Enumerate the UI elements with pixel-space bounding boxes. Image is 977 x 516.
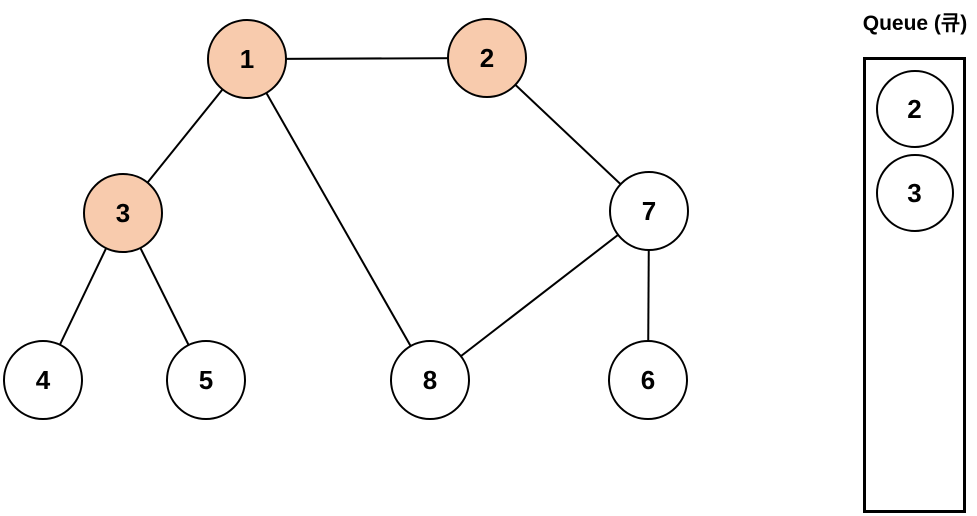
graph-node-circle-3 [83, 173, 163, 253]
graph-node-1: 1 [207, 19, 287, 99]
graph-node-label-7: 7 [642, 196, 656, 226]
graph-node-circle-6 [608, 340, 688, 420]
graph-node-7: 7 [609, 171, 689, 251]
graph-node-circle-5 [166, 340, 246, 420]
graph-node-circle-8 [390, 340, 470, 420]
queue-title: Queue (큐) [862, 12, 968, 35]
graph-node-4: 4 [3, 340, 83, 420]
queue-item-2: 2 [875, 70, 954, 148]
queue-item-3: 3 [875, 154, 954, 232]
graph-node-label-1: 1 [240, 44, 254, 74]
graph-edge-1-2 [246, 57, 488, 60]
graph-node-circle-2 [447, 18, 527, 98]
graph-node-5: 5 [166, 340, 246, 420]
graph-node-label-3: 3 [116, 198, 130, 228]
graph-node-6: 6 [608, 340, 688, 420]
graph-node-circle-1 [207, 19, 287, 99]
graph-node-8: 8 [390, 340, 470, 420]
graph-edge-1-8 [246, 58, 431, 381]
graph-node-3: 3 [83, 173, 163, 253]
graph-node-label-8: 8 [423, 365, 437, 395]
graph-node-label-5: 5 [199, 365, 213, 395]
graph-node-label-2: 2 [480, 43, 494, 73]
graph-edge-7-8 [429, 210, 650, 381]
graph-node-label-6: 6 [641, 365, 655, 395]
graph-node-label-4: 4 [36, 365, 51, 395]
graph-node-2: 2 [447, 18, 527, 98]
graph-node-circle-7 [609, 171, 689, 251]
graph-node-circle-4 [3, 340, 83, 420]
